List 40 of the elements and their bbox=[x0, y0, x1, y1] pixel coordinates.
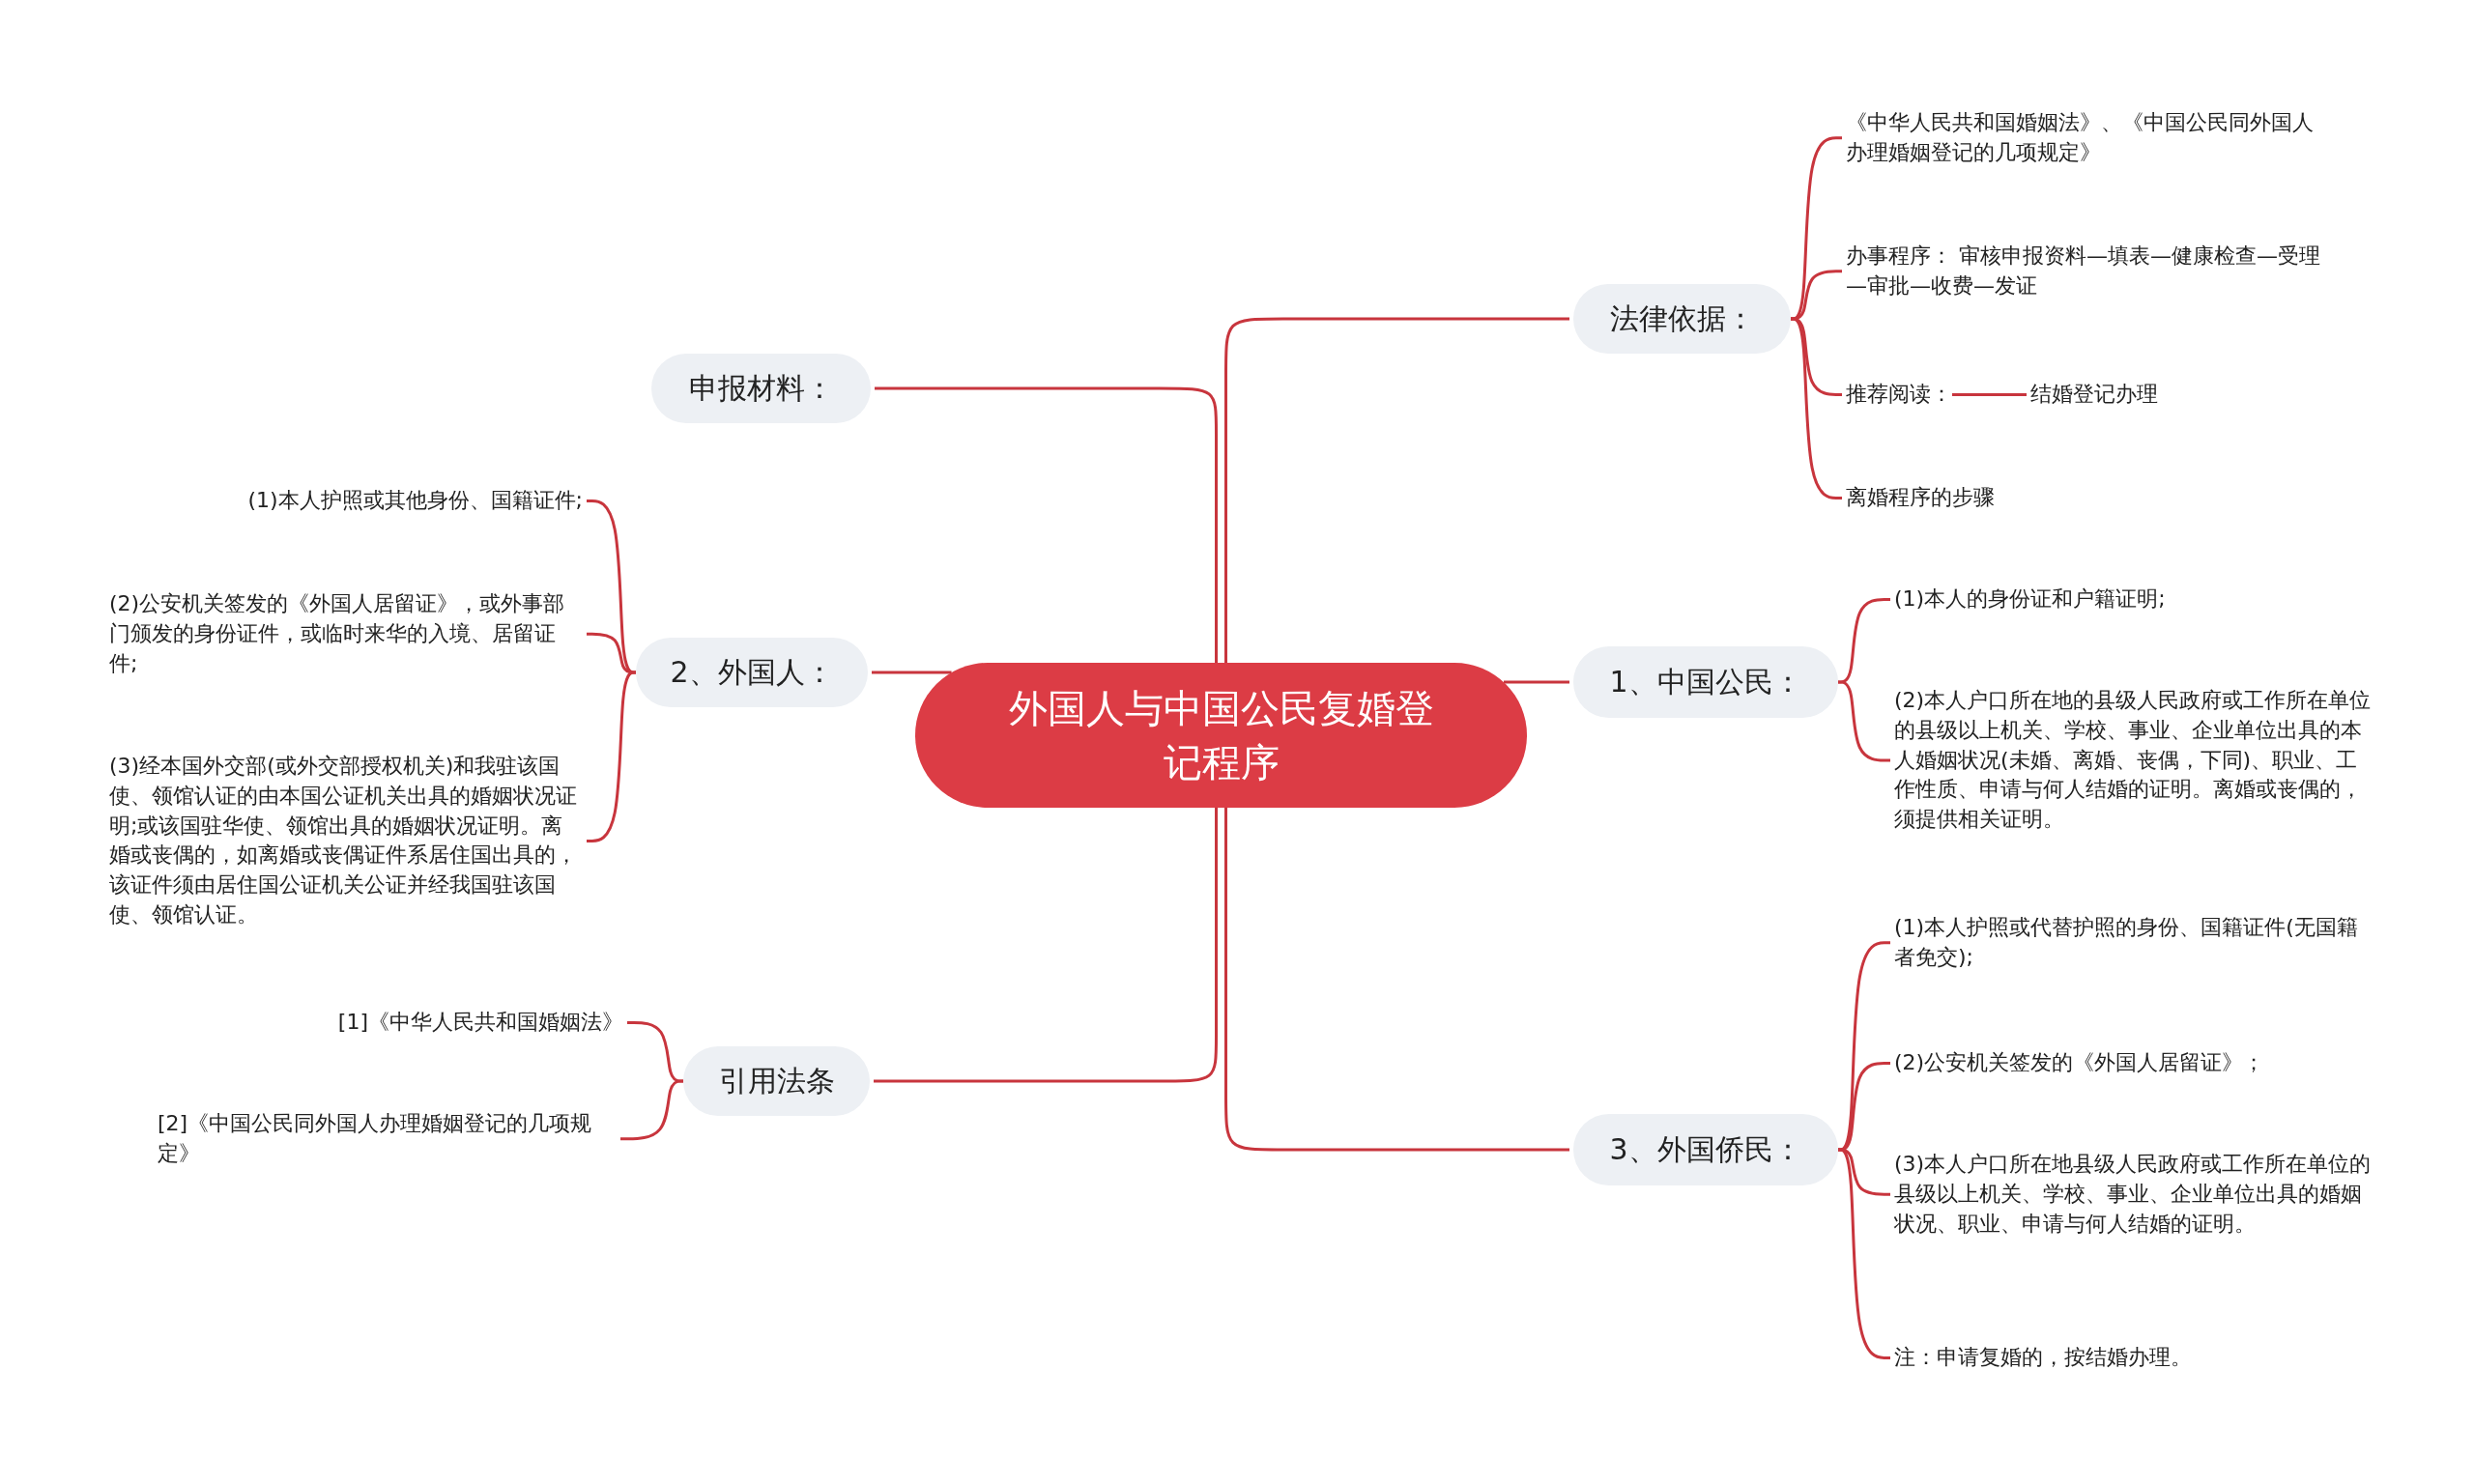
topic-node: 申报材料： bbox=[651, 354, 871, 423]
branch-text: [2]《中国公民同外国人办理婚姻登记的几项规定》 bbox=[158, 1109, 617, 1169]
connector-line bbox=[1224, 808, 1569, 1152]
branch-text: (1)本人护照或其他身份、国籍证件; bbox=[247, 486, 583, 516]
branch-text: (2)本人户口所在地的县级人民政府或工作所在单位的县级以上机关、学校、事业、企业单位出具的本人婚姻状况(未婚、离婚、丧偶，下同)、职业、工作性质、申请与何人结婚的证明。离婚或丧偶的，须提供相关证明。 bbox=[1894, 686, 2377, 835]
connector-line bbox=[1952, 392, 2027, 396]
branch-text: (2)公安机关签发的《外国人居留证》； bbox=[1894, 1048, 2265, 1078]
topic-node: 引用法条 bbox=[683, 1046, 870, 1116]
branch-text: (1)本人护照或代替护照的身份、国籍证件(无国籍者免交); bbox=[1894, 913, 2377, 973]
branch-text: (1)本人的身份证和户籍证明; bbox=[1894, 585, 2166, 614]
connector-line bbox=[627, 1020, 683, 1083]
connector-line bbox=[587, 671, 636, 842]
branch-text: 办事程序： 审核申报资料—填表—健康检查—受理—审批—收费—发证 bbox=[1846, 242, 2329, 301]
connector-line bbox=[1838, 597, 1890, 684]
connector-line bbox=[1791, 270, 1842, 321]
branch-text: (3)本人户口所在地县级人民政府或工作所在单位的县级以上机关、学校、事业、企业单位出具的婚姻状况、职业、申请与何人结婚的证明。 bbox=[1894, 1150, 2377, 1240]
branch-text: (3)经本国外交部(或外交部授权机关)和我驻该国使、领馆认证的由本国公证机关出具的婚姻状况证明;或该国驻华使、领馆出具的婚姻状况证明。离婚或丧偶的，如离婚或丧偶证件系居住国出具的，该证件须由居住国公证机关公证并经我国驻该国使、领馆认证。 bbox=[109, 752, 583, 930]
branch-text: 《中华人民共和国婚姻法》、《中国公民同外国人办理婚姻登记的几项规定》 bbox=[1846, 108, 2329, 168]
topic-node: 1、中国公民： bbox=[1573, 646, 1838, 718]
topic-node: 法律依据： bbox=[1573, 284, 1791, 354]
connector-line bbox=[1504, 680, 1569, 684]
branch-text: 结婚登记办理 bbox=[2030, 380, 2158, 410]
topic-node: 3、外国侨民： bbox=[1573, 1114, 1838, 1185]
connector-line bbox=[620, 1079, 683, 1141]
topic-node: 2、外国人： bbox=[636, 638, 868, 707]
connector-line bbox=[872, 671, 952, 674]
connector-line bbox=[1838, 680, 1890, 762]
central-topic: 外国人与中国公民复婚登记程序 bbox=[915, 663, 1527, 808]
connector-line bbox=[1224, 317, 1569, 663]
connector-line bbox=[875, 386, 1218, 663]
branch-text: (2)公安机关签发的《外国人居留证》，或外事部门颁发的身份证件，或临时来华的入境、居留证件; bbox=[109, 589, 583, 679]
connector-line bbox=[1838, 1148, 1890, 1359]
connector-line bbox=[874, 808, 1218, 1083]
connector-line bbox=[587, 632, 636, 674]
connector-line bbox=[1838, 1061, 1890, 1152]
branch-text: 离婚程序的步骤 bbox=[1846, 483, 1995, 513]
branch-text: 推荐阅读： bbox=[1846, 380, 1952, 410]
connector-line bbox=[1791, 317, 1842, 499]
branch-text: [1]《中华人民共和国婚姻法》 bbox=[337, 1008, 623, 1038]
branch-text: 注：申请复婚的，按结婚办理。 bbox=[1894, 1343, 2192, 1373]
